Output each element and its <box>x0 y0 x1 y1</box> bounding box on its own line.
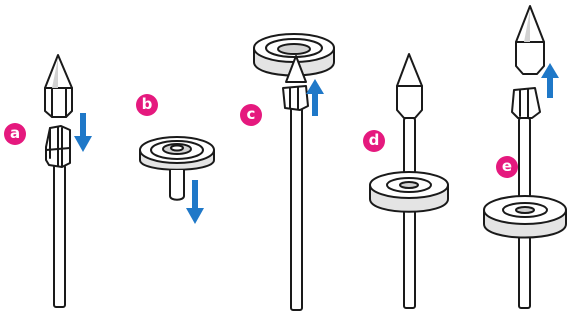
step-e-figure <box>484 6 566 308</box>
step-label-d: d <box>363 130 385 152</box>
cone-tip <box>45 55 72 117</box>
step-c-figure <box>254 34 334 310</box>
arrow-down-icon <box>186 180 204 224</box>
rod <box>404 118 415 308</box>
arrow-down-icon <box>74 113 92 152</box>
step-label-a: a <box>4 123 26 145</box>
step-a-figure <box>45 55 72 307</box>
step-d-figure <box>370 54 448 308</box>
step-b-figure <box>140 137 214 200</box>
step-label-c: c <box>240 104 262 126</box>
rod <box>54 165 65 307</box>
step-label-b: b <box>136 94 158 116</box>
rod <box>291 105 302 310</box>
arrow-up-icon <box>306 79 324 116</box>
step-label-e: e <box>496 156 518 178</box>
arrow-up-icon <box>541 63 559 98</box>
